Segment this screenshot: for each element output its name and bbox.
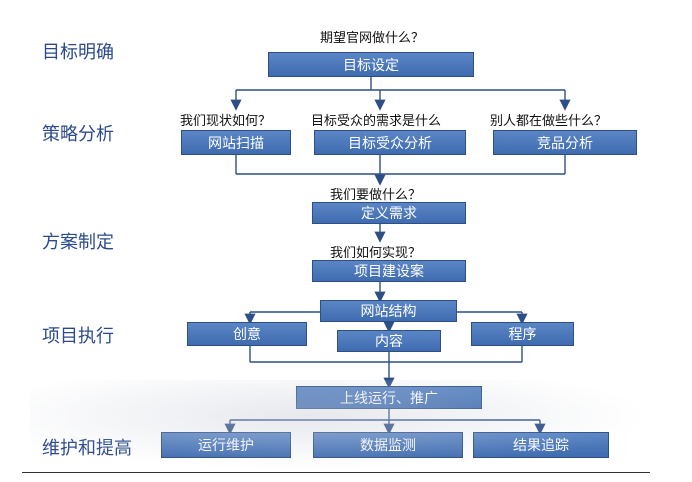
question-what-to-do: 我们要做什么？ [330, 188, 422, 203]
box-result-tracking: 结果追踪 [473, 432, 609, 458]
box-site-structure: 网站结构 [320, 300, 457, 322]
question-how-to-implement: 我们如何实现？ [330, 246, 422, 261]
question-expectation: 期望官网做什么？ [320, 31, 425, 46]
box-data-monitoring: 数据监测 [313, 432, 463, 458]
box-site-scan: 网站扫描 [181, 130, 291, 155]
box-content: 内容 [337, 330, 441, 352]
stage-label-execution: 项目执行 [42, 326, 114, 347]
stage-label-maintenance: 维护和提高 [42, 438, 132, 459]
box-competitor-analysis: 竞品分析 [493, 130, 637, 155]
question-audience-needs: 目标受众的需求是什么 [311, 114, 442, 129]
stage-label-strategy: 策略分析 [42, 124, 114, 145]
question-current-state: 我们现状如何？ [180, 114, 272, 129]
box-launch-promotion: 上线运行、推广 [296, 386, 482, 409]
box-define-requirements: 定义需求 [312, 202, 466, 224]
box-program: 程序 [471, 322, 574, 346]
box-creative: 创意 [187, 322, 307, 346]
stage-label-plan: 方案制定 [42, 232, 114, 253]
box-audience-analysis: 目标受众分析 [314, 130, 466, 155]
bottom-divider [22, 472, 650, 473]
box-goal-setting: 目标设定 [268, 52, 474, 77]
box-operations: 运行维护 [161, 432, 291, 458]
box-project-proposal: 项目建设案 [312, 260, 466, 282]
stage-label-goal: 目标明确 [42, 42, 114, 63]
question-competitors: 别人都在做些什么？ [490, 114, 608, 129]
